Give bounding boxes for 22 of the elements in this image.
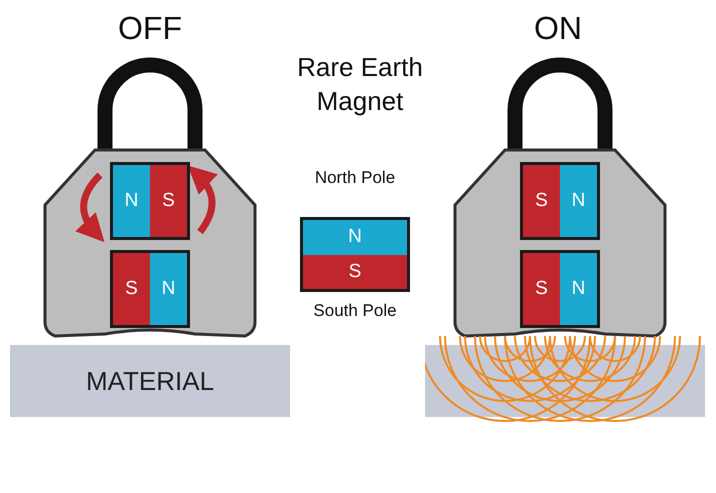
pole-caption: North Pole — [314, 167, 396, 189]
pole-segment: S — [150, 165, 187, 237]
pole-segment: N — [560, 165, 597, 237]
pole-segment: S — [523, 253, 560, 325]
pole-segment: S — [303, 254, 407, 289]
pole-segment: N — [113, 165, 150, 237]
state-heading: ON — [533, 9, 583, 48]
pole-segment: N — [560, 253, 597, 325]
bar-magnet — [300, 217, 410, 292]
bar-magnet — [520, 162, 600, 240]
material-label: MATERIAL — [86, 366, 214, 396]
pole-segment: S — [523, 165, 560, 237]
bar-magnet — [110, 162, 190, 240]
bar-magnet — [110, 250, 190, 328]
bar-magnet — [520, 250, 600, 328]
magnet-title: Rare Earth Magnet — [296, 51, 424, 118]
state-heading: OFF — [117, 9, 183, 48]
pole-caption: South Pole — [312, 300, 398, 322]
material-block — [10, 345, 290, 417]
pole-segment: S — [113, 253, 150, 325]
pole-segment: N — [303, 220, 407, 254]
pole-segment: N — [150, 253, 187, 325]
